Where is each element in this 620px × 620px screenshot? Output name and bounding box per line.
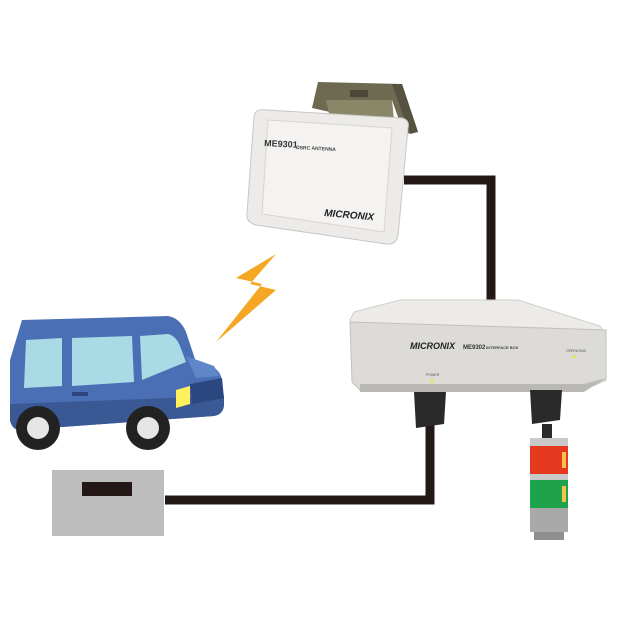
connector-left [414, 392, 446, 428]
operating-led-label: OPERATING [566, 349, 587, 353]
antenna-brand-label: MICRONIX [324, 208, 376, 223]
car-icon [10, 316, 224, 450]
lightning-bolt-icon [216, 254, 276, 342]
box-model-label: ME9302 [463, 345, 486, 351]
tower-green-lamp [530, 480, 568, 508]
power-led [430, 379, 434, 383]
signal-tower-light [530, 424, 568, 540]
antenna-model-label: ME9301 [264, 138, 298, 150]
gate-device-box [52, 470, 164, 536]
antenna-type-label: DSRC ANTENNA [296, 145, 336, 153]
cables [165, 175, 496, 505]
cable-box-to-gate [165, 425, 435, 505]
power-led-label: POWER [426, 373, 440, 377]
interface-box: MICRONIX ME9302 INTERFACE BOX POWER OPER… [349, 299, 607, 428]
connector-right [530, 390, 562, 424]
operating-led [572, 355, 576, 359]
box-type-label: INTERFACE BOX [486, 345, 519, 350]
cable-antenna-to-box [404, 175, 496, 305]
dsrc-antenna: ME9301 DSRC ANTENNA MICRONIX [246, 109, 409, 245]
tower-red-lamp [530, 446, 568, 474]
box-brand-label: MICRONIX [410, 341, 456, 351]
